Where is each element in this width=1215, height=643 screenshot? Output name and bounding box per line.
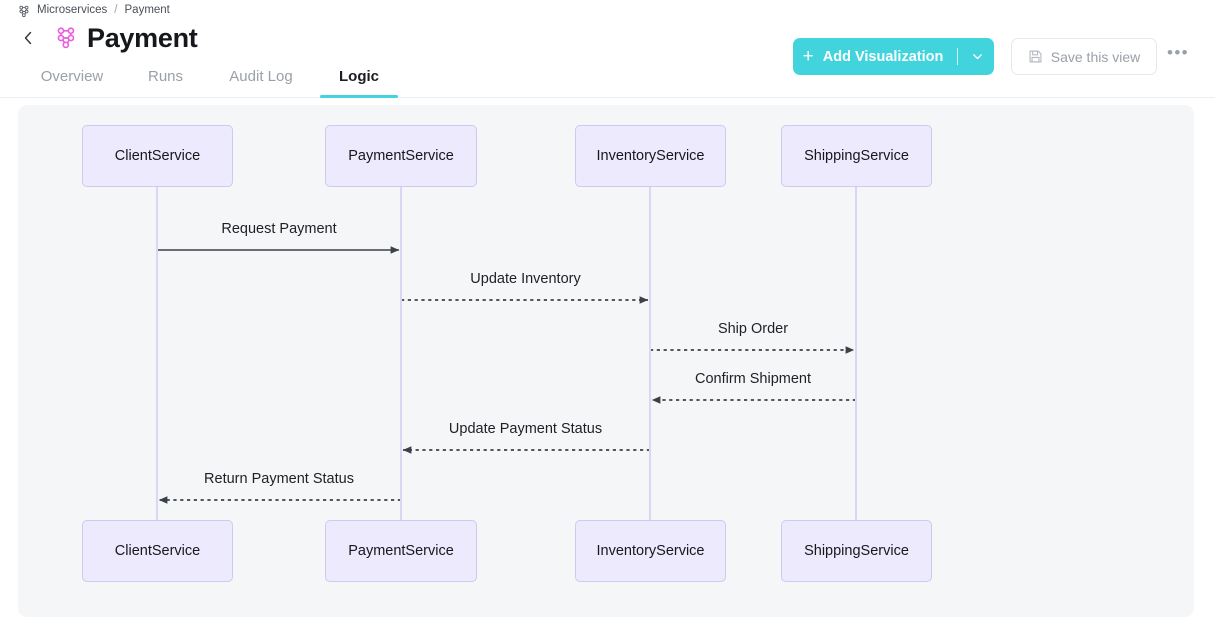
tab-audit-log[interactable]: Audit Log <box>210 60 312 98</box>
tab-label: Logic <box>339 68 379 85</box>
participant-label: InventoryService <box>596 148 705 164</box>
participant-top-clientservice[interactable]: ClientService <box>82 125 233 187</box>
message-label-return-payment-status: Return Payment Status <box>204 471 354 487</box>
participant-label: ShippingService <box>804 148 909 164</box>
participant-label: PaymentService <box>348 148 454 164</box>
participant-bottom-shippingservice[interactable]: ShippingService <box>781 520 932 582</box>
participant-label: PaymentService <box>348 543 454 559</box>
participant-bottom-paymentservice[interactable]: PaymentService <box>325 520 477 582</box>
tab-logic[interactable]: Logic <box>320 60 398 98</box>
participant-top-inventoryservice[interactable]: InventoryService <box>575 125 726 187</box>
add-visualization-label: Add Visualization <box>822 48 944 65</box>
save-this-view-button[interactable]: Save this view <box>1011 38 1157 75</box>
tab-label: Audit Log <box>229 68 293 85</box>
lifeline-shippingservice <box>855 187 857 520</box>
breadcrumb: Microservices / Payment <box>18 0 170 20</box>
participant-label: ClientService <box>114 543 201 559</box>
lifeline-inventoryservice <box>649 187 651 520</box>
breadcrumb-separator: / <box>114 4 118 16</box>
add-visualization-button[interactable]: + Add Visualization <box>793 38 994 75</box>
sequence-diagram-svg <box>157 246 856 504</box>
tab-bar: Overview Runs Audit Log Logic <box>0 60 1215 98</box>
participant-bottom-clientservice[interactable]: ClientService <box>82 520 233 582</box>
save-disk-icon <box>1028 49 1043 64</box>
breadcrumb-root[interactable]: Microservices <box>37 4 108 16</box>
tab-active-underline <box>320 95 398 98</box>
save-this-view-label: Save this view <box>1050 48 1141 65</box>
nodes-icon <box>18 5 31 18</box>
message-label-ship-order: Ship Order <box>717 321 789 337</box>
chevron-down-icon[interactable] <box>971 50 984 63</box>
message-label-update-payment-status: Update Payment Status <box>448 421 603 437</box>
participant-label: ShippingService <box>804 543 909 559</box>
plus-icon: + <box>802 46 814 67</box>
participant-bottom-inventoryservice[interactable]: InventoryService <box>575 520 726 582</box>
chevron-left-icon[interactable] <box>20 28 36 48</box>
lifeline-paymentservice <box>400 187 402 520</box>
tab-label: Runs <box>147 68 184 85</box>
tab-overview[interactable]: Overview <box>24 60 120 98</box>
participant-top-shippingservice[interactable]: ShippingService <box>781 125 932 187</box>
participant-top-paymentservice[interactable]: PaymentService <box>325 125 477 187</box>
page-title: Payment <box>87 23 198 53</box>
message-label-confirm-shipment: Confirm Shipment <box>694 371 812 387</box>
nodes-icon <box>55 26 79 50</box>
message-label-update-inventory: Update Inventory <box>470 271 581 287</box>
participant-label: InventoryService <box>596 543 705 559</box>
tab-runs[interactable]: Runs <box>134 60 197 98</box>
button-divider <box>957 48 959 65</box>
title-row: Payment + Add Visualization <box>0 18 1215 75</box>
lifeline-clientservice <box>156 187 158 520</box>
more-options-button[interactable]: ••• <box>1166 43 1190 62</box>
tab-label: Overview <box>40 68 104 85</box>
message-label-request-payment: Request Payment <box>221 221 337 237</box>
breadcrumb-current[interactable]: Payment <box>124 4 170 16</box>
participant-label: ClientService <box>114 148 201 164</box>
